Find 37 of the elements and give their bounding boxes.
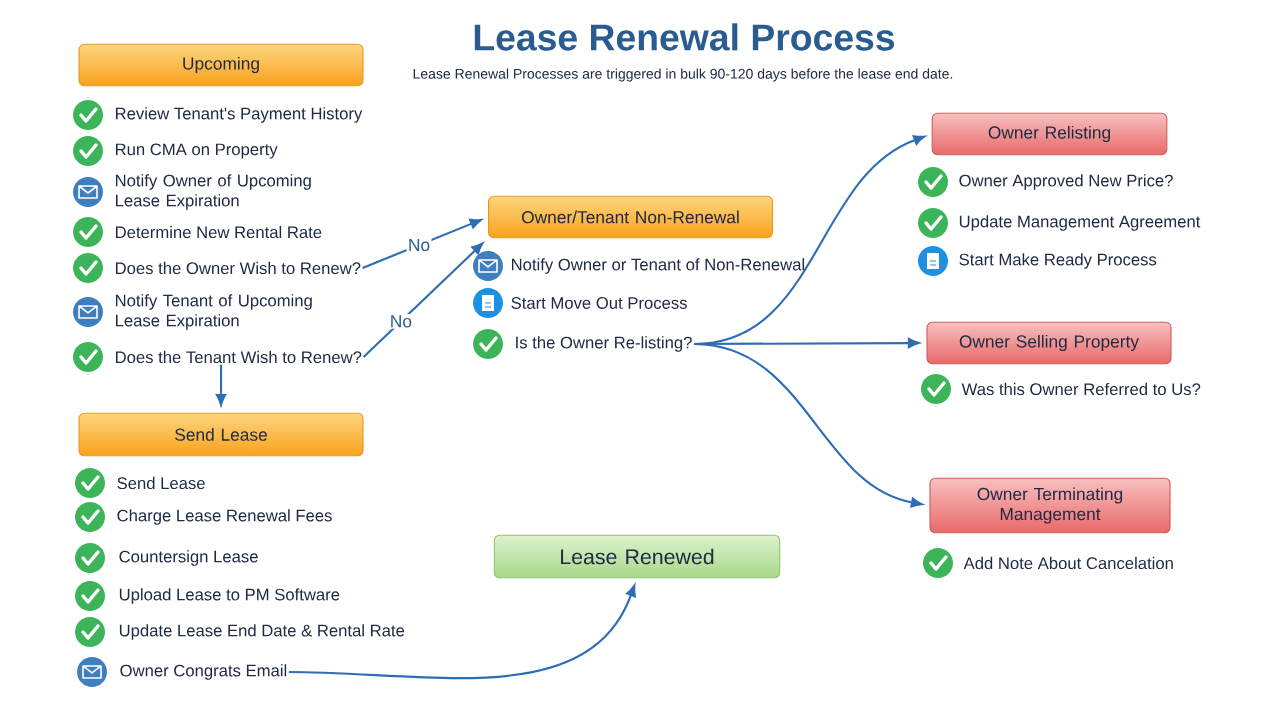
phase-box: Send Lease xyxy=(78,412,364,457)
arrow xyxy=(362,242,484,358)
task-text: Does the Tenant Wish to Renew? xyxy=(115,350,362,364)
task-text: Was this Owner Referred to Us? xyxy=(961,382,1201,396)
task-text: Update Management Agreement xyxy=(959,215,1201,231)
edge-label: No xyxy=(406,237,432,253)
task-text: Notify Owner or Tenant of Non-Renewal xyxy=(511,258,805,274)
task-text: Review Tenant's Payment History xyxy=(115,107,363,123)
phase-box: Upcoming xyxy=(78,43,364,87)
phase-box: Owner Relisting xyxy=(931,112,1168,156)
phase-box: Owner Terminating Management xyxy=(929,477,1171,534)
task-text: Countersign Lease xyxy=(119,550,258,566)
task-text: Start Make Ready Process xyxy=(959,253,1157,269)
task-text: Send Lease xyxy=(117,476,205,490)
task-text: Upload Lease to PM Software xyxy=(119,588,340,604)
task-text: Charge Lease Renewal Fees xyxy=(117,509,332,525)
title: Lease Renewal Process xyxy=(474,23,895,51)
task-text: Owner Approved New Price? xyxy=(959,174,1173,190)
task-text: Is the Owner Re-listing? xyxy=(516,336,692,352)
task-text: Update Lease End Date & Rental Rate xyxy=(119,624,405,640)
task-text: Owner Congrats Email xyxy=(120,664,287,680)
edge-label: No xyxy=(388,314,414,329)
subtitle: Lease Renewal Processes are triggered in bulk 90-120 days before the lease end date. xyxy=(413,68,953,82)
arrow xyxy=(362,218,482,269)
phase-box: Owner Selling Property xyxy=(926,321,1172,365)
task-text: Does the Owner Wish to Renew? xyxy=(115,261,361,275)
task-text: Determine New Rental Rate xyxy=(115,225,322,239)
arrow xyxy=(288,584,636,680)
task-text: Add Note About Cancelation xyxy=(963,556,1173,570)
arrow xyxy=(693,342,923,508)
task-text: Run CMA on Property xyxy=(115,143,278,159)
task-text: Notify Tenant of Upcoming Lease Expiration xyxy=(115,294,312,330)
phase-box: Lease Renewed xyxy=(493,534,781,579)
task-text: Notify Owner of Upcoming Lease Expiration xyxy=(115,174,311,210)
arrow xyxy=(215,364,227,406)
task-text: Start Move Out Process xyxy=(511,297,687,309)
phase-box: Owner/Tenant Non-Renewal xyxy=(487,195,774,239)
